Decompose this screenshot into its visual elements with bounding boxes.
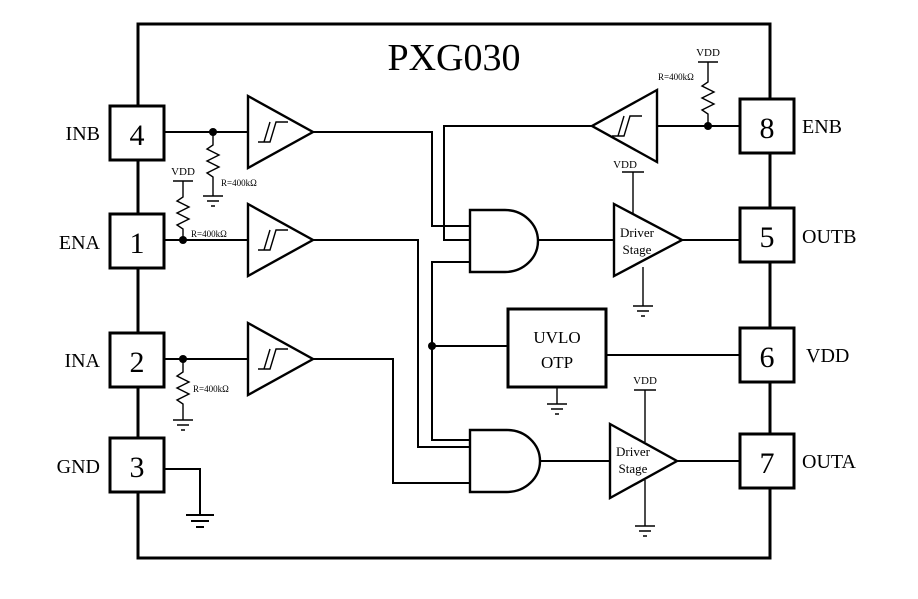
pin-ena: 1 ENA [59, 212, 166, 270]
resistor-ina-label: R=400kΩ [193, 384, 229, 394]
resistor-ena-pullup: VDD R=400kΩ [171, 166, 227, 240]
pin-inb-number: 4 [130, 119, 145, 152]
pin-gnd: 3 GND [57, 436, 166, 494]
resistor-inb-pulldown: R=400kΩ [203, 132, 257, 207]
pin-ena-number: 1 [130, 227, 145, 260]
pin-outb-number: 5 [760, 221, 775, 254]
schmitt-buffer-enb [589, 87, 659, 165]
chip-title: PXG030 [387, 37, 520, 79]
pin-inb-label: INB [66, 123, 100, 145]
pin-vdd: 6 VDD [738, 326, 849, 384]
pin-enb-number: 8 [760, 112, 775, 145]
otp-label: OTP [541, 353, 573, 372]
pin-ina: 2 INA [64, 331, 166, 389]
pin-outa-label: OUTA [802, 451, 857, 473]
pin-inb: 4 INB [66, 104, 166, 162]
driver-a-supply: VDD [633, 375, 657, 537]
vdd-ena-label: VDD [171, 166, 195, 178]
resistor-enb-pullup: VDD R=400kΩ [658, 47, 720, 126]
driver-b-line2: Stage [623, 242, 652, 257]
pin-outa: 7 OUTA [738, 432, 857, 490]
resistor-ena-label: R=400kΩ [191, 229, 227, 239]
pin-ina-label: INA [64, 350, 100, 372]
driver-b-line1: Driver [620, 225, 655, 240]
wires [164, 125, 740, 515]
resistor-ina-pulldown: R=400kΩ [173, 359, 229, 431]
vdd-enb-label: VDD [696, 47, 720, 59]
pin-ina-number: 2 [130, 346, 145, 379]
pin-enb: 8 ENB [738, 97, 842, 155]
vdd-driver-a-label: VDD [633, 375, 657, 387]
uvlo-otp-block: UVLO OTP [506, 307, 608, 415]
pin-ena-label: ENA [59, 232, 101, 254]
driver-a-line2: Stage [619, 461, 648, 476]
gnd-pin-ground-symbol [186, 514, 214, 528]
uvlo-label: UVLO [533, 328, 580, 347]
driver-stage-a: Driver Stage [608, 421, 680, 501]
pin-gnd-number: 3 [130, 451, 145, 484]
resistor-inb-label: R=400kΩ [221, 178, 257, 188]
pin-vdd-label: VDD [806, 345, 849, 367]
driver-stage-b: Driver Stage [612, 202, 685, 278]
junction-dots [179, 122, 712, 363]
pin-outb-label: OUTB [802, 226, 856, 248]
driver-b-supply: VDD [613, 159, 653, 317]
resistor-enb-label: R=400kΩ [658, 72, 694, 82]
pin-outb: 5 OUTB [738, 206, 856, 264]
pin-enb-label: ENB [802, 116, 842, 138]
schmitt-buffer-ina [246, 320, 316, 398]
chip-outline [136, 22, 772, 560]
vdd-driver-b-label: VDD [613, 159, 637, 171]
and-gate-b [468, 208, 540, 274]
pin-gnd-label: GND [57, 456, 100, 478]
and-gate-a [468, 428, 542, 494]
pin-outa-number: 7 [760, 447, 775, 480]
pin-vdd-number: 6 [760, 341, 775, 374]
driver-a-line1: Driver [616, 444, 651, 459]
schmitt-buffer-inb [246, 93, 316, 171]
schmitt-buffer-ena [246, 201, 316, 279]
